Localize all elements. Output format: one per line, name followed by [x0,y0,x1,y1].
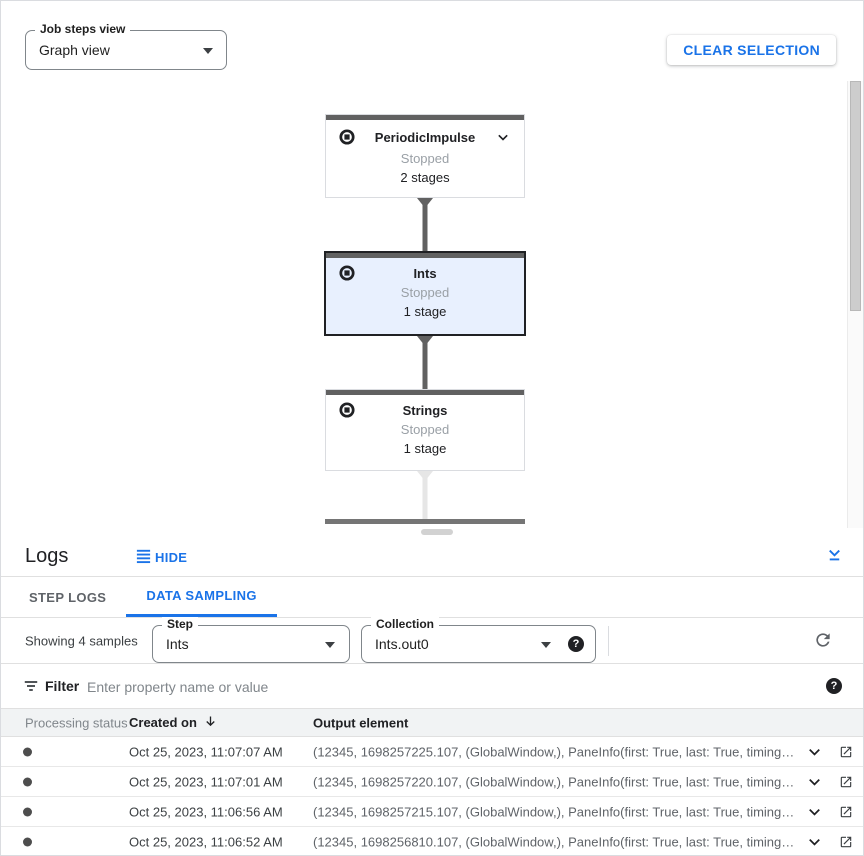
help-icon[interactable]: ? [826,678,842,694]
refresh-icon[interactable] [812,630,834,652]
stopped-status-icon [334,129,360,145]
job-steps-view-value: Graph view [39,42,110,58]
edge-arrowhead [417,471,433,481]
created-on-cell: Oct 25, 2023, 11:06:52 AM [129,834,283,849]
collection-select-value: Ints.out0 [375,636,429,652]
dropdown-arrow-icon [203,48,213,54]
filter-bar: Filter ? [1,664,863,709]
chevron-down-icon[interactable] [490,127,516,147]
dropdown-arrow-icon [325,642,335,648]
samples-table-header: Processing status Created on Output elem… [1,709,863,737]
node-stage-count: 2 stages [400,170,450,185]
lines-icon [135,547,152,567]
logs-panel-header: Logs HIDE [1,536,863,577]
graph-node-periodicimpulse[interactable]: PeriodicImpulse Stopped 2 stages [325,114,525,198]
column-processing-status: Processing status [25,715,128,730]
collection-select[interactable]: Collection Ints.out0 ? [361,617,596,663]
hide-logs-button[interactable]: HIDE [129,546,193,568]
graph-edge [325,198,525,251]
processing-status-dot [23,747,32,756]
node-top-bar [326,253,524,258]
tab-data-sampling[interactable]: DATA SAMPLING [126,577,277,617]
clear-selection-button[interactable]: CLEAR SELECTION [667,35,836,65]
processing-status-dot [23,777,32,786]
column-created-on[interactable]: Created on [129,714,218,732]
step-select-value: Ints [166,636,189,652]
node-title: PeriodicImpulse [374,129,476,145]
created-on-cell: Oct 25, 2023, 11:07:01 AM [129,774,283,789]
collection-select-label: Collection [371,617,440,633]
job-graph-canvas[interactable]: PeriodicImpulse Stopped 2 stages Ints St [1,81,863,536]
node-stage-count: 1 stage [403,441,447,456]
node-status: Stopped [400,422,450,437]
open-in-new-icon[interactable] [839,745,853,759]
job-steps-view-select[interactable]: Job steps view Graph view [25,22,227,70]
job-steps-view-label: Job steps view [35,22,131,38]
graph-node-partial-top-bar [325,519,525,524]
node-title: Strings [402,402,448,418]
dropdown-arrow-icon [541,642,551,648]
processing-status-dot [23,807,32,816]
filter-label: Filter [45,678,80,694]
hide-label: HIDE [155,549,188,565]
edge-arrowhead [417,198,433,208]
stopped-status-icon [334,402,360,418]
filter-icon [23,678,39,694]
created-on-cell: Oct 25, 2023, 11:07:07 AM [129,744,283,759]
output-element-cell: (12345, 1698257220.107, (GlobalWindow,),… [313,774,795,789]
sample-count-text: Showing 4 samples [25,633,138,649]
expand-row-icon[interactable] [805,832,824,851]
table-row[interactable]: Oct 25, 2023, 11:06:52 AM (12345, 169825… [1,827,863,855]
expand-row-icon[interactable] [805,742,824,761]
open-in-new-icon[interactable] [839,775,853,789]
expand-row-icon[interactable] [805,802,824,821]
node-title: Ints [413,265,437,281]
step-select-label: Step [162,617,199,633]
node-top-bar [326,390,524,395]
table-row[interactable]: Oct 25, 2023, 11:06:56 AM (12345, 169825… [1,797,863,827]
table-row[interactable]: Oct 25, 2023, 11:07:01 AM (12345, 169825… [1,767,863,797]
graph-edge [325,336,525,389]
graph-node-strings[interactable]: Strings Stopped 1 stage [325,389,525,471]
output-element-cell: (12345, 1698256810.107, (GlobalWindow,),… [313,834,795,849]
logs-panel-title: Logs [25,545,69,567]
output-element-cell: (12345, 1698257215.107, (GlobalWindow,),… [313,804,795,819]
column-output-element: Output element [313,715,409,730]
graph-edge-unselected [325,471,525,519]
samples-table-body: Oct 25, 2023, 11:07:07 AM (12345, 169825… [1,737,863,855]
open-in-new-icon[interactable] [839,835,853,849]
divider [608,626,609,656]
processing-status-dot [23,837,32,846]
scrollbar-thumb[interactable] [850,81,861,311]
created-on-cell: Oct 25, 2023, 11:06:56 AM [129,804,283,819]
node-top-bar [326,115,524,120]
step-select[interactable]: Step Ints [152,617,350,663]
tab-step-logs[interactable]: STEP LOGS [29,589,107,605]
open-in-new-icon[interactable] [839,805,853,819]
logs-tab-bar: STEP LOGS DATA SAMPLING [1,577,863,618]
table-row[interactable]: Oct 25, 2023, 11:07:07 AM (12345, 169825… [1,737,863,767]
collapse-panel-icon[interactable] [825,545,844,567]
help-icon[interactable]: ? [568,636,584,652]
filter-input[interactable] [85,670,789,704]
edge-arrowhead [417,336,433,346]
output-element-cell: (12345, 1698257225.107, (GlobalWindow,),… [313,744,795,759]
stopped-status-icon [334,265,360,281]
graph-vertical-scrollbar[interactable] [847,81,863,528]
sampling-controls-bar: Showing 4 samples Step Ints Collection I… [1,617,863,664]
expand-row-icon[interactable] [805,772,824,791]
graph-node-ints[interactable]: Ints Stopped 1 stage [324,251,526,336]
node-status: Stopped [400,151,450,166]
graph-horizontal-scrollbar[interactable] [421,529,453,535]
node-stage-count: 1 stage [403,304,447,319]
sort-descending-icon[interactable] [203,714,218,732]
node-status: Stopped [400,285,450,300]
